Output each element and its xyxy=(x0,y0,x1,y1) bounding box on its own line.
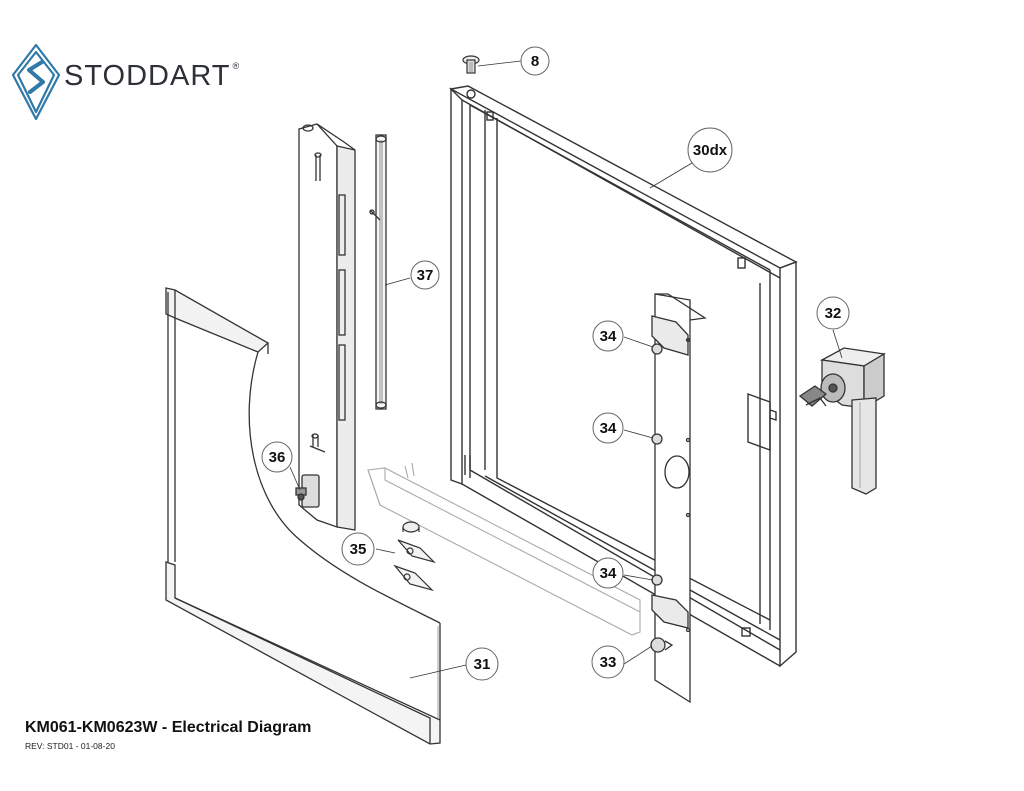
brand-name-text: STODDART xyxy=(64,60,231,92)
revision-label: REV: STD01 - 01-08-20 xyxy=(25,741,115,751)
hinge-plate-part xyxy=(650,293,707,704)
door-frame-part xyxy=(448,85,798,668)
handle-assembly-part xyxy=(798,347,886,495)
latch-plates-part xyxy=(393,521,437,592)
callout-33-label: 33 xyxy=(600,654,617,671)
bottom-rail-part xyxy=(367,462,641,636)
callout-35: 35 xyxy=(341,532,375,566)
callout-37-label: 37 xyxy=(417,267,434,284)
callout-31: 31 xyxy=(465,647,499,681)
hinge-bar-part xyxy=(295,123,356,531)
callout-37: 37 xyxy=(410,260,440,290)
callout-31-label: 31 xyxy=(474,656,491,673)
callout-32: 32 xyxy=(816,296,850,330)
callout-36: 36 xyxy=(261,441,293,473)
callout-8-label: 8 xyxy=(531,53,539,70)
gasket-rod-part xyxy=(369,134,387,410)
glass-panel-part xyxy=(165,287,441,745)
brand-name: STODDART® xyxy=(64,62,240,91)
registered-mark: ® xyxy=(232,61,241,71)
callout-36-label: 36 xyxy=(269,449,286,466)
callout-34-top-label: 34 xyxy=(600,328,617,345)
callout-32-label: 32 xyxy=(825,305,842,322)
diagram-title: KM061-KM0623W - Electrical Diagram xyxy=(25,719,312,736)
callout-35-label: 35 xyxy=(350,541,367,558)
callout-34-top: 34 xyxy=(592,320,624,352)
callout-30dx: 30dx xyxy=(687,127,733,173)
stoddart-logo-mark xyxy=(11,43,61,121)
leader-lines xyxy=(289,60,843,679)
callout-33: 33 xyxy=(591,645,625,679)
callout-34-middle-label: 34 xyxy=(600,420,617,437)
callout-34-bottom: 34 xyxy=(592,557,624,589)
screw-part xyxy=(462,55,480,74)
callout-8: 8 xyxy=(520,46,550,76)
callout-34-middle: 34 xyxy=(592,412,624,444)
callout-34-bottom-label: 34 xyxy=(600,565,617,582)
callout-30dx-label: 30dx xyxy=(693,142,728,159)
